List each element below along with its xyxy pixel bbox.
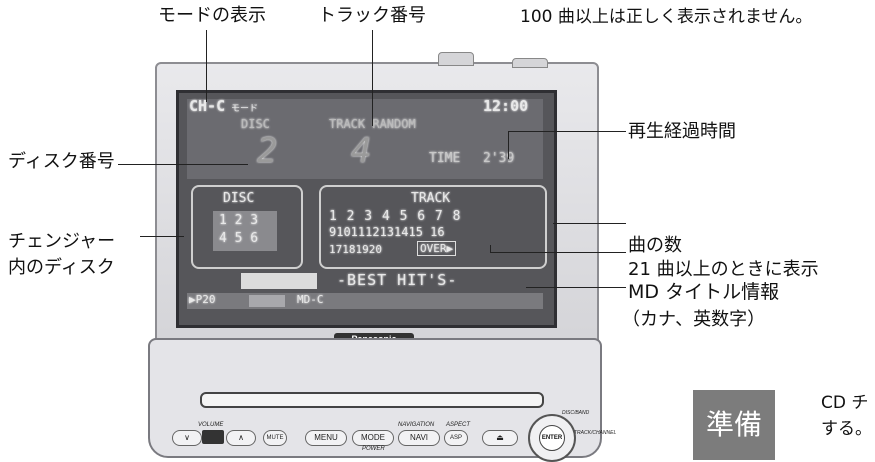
enter-button[interactable]: ENTER	[539, 425, 565, 451]
lcd-screen: CH-C モード 12:00 DISC TRACK RANDOM 2 4 TIM…	[176, 90, 557, 328]
bottom-mid-text: MD-C	[297, 293, 324, 306]
disc-number-big: 2	[257, 131, 278, 171]
disc-box-title: DISC	[223, 191, 255, 206]
bottom-bar	[187, 293, 543, 309]
leader-disc-number	[118, 164, 248, 165]
callout-disc-number: ディスク番号	[8, 151, 115, 172]
navigation-label: NAVIGATION	[398, 422, 435, 428]
clock-display: 12:00	[483, 97, 529, 115]
prep-badge: 準備	[693, 390, 775, 460]
track-row-2: 9101112131415 16	[329, 225, 445, 239]
leader-md-title	[526, 287, 626, 288]
track-channel-label: TRACK/CHANNEL	[574, 430, 617, 436]
time-value: 2'39	[483, 151, 515, 166]
side-text-2: する。	[821, 419, 872, 439]
disc-row-2: 4 5 6	[219, 231, 259, 246]
leader-track	[372, 30, 373, 126]
top-info-area	[187, 99, 543, 179]
leader-elapsed	[508, 131, 626, 132]
top-tab-1	[438, 52, 474, 66]
mute-button[interactable]: MUTE	[263, 430, 287, 446]
bottom-mid-block	[249, 295, 285, 307]
leader-changer	[140, 236, 184, 237]
top-tab-2	[512, 58, 548, 68]
track-box-title: TRACK	[411, 191, 451, 206]
time-label: TIME	[429, 151, 461, 166]
jog-dial[interactable]: ENTER	[528, 414, 576, 462]
side-text-1: CD チ	[821, 393, 869, 413]
disc-header: DISC	[241, 117, 270, 131]
leader-over	[490, 252, 626, 253]
md-title-text: -BEST HIT'S-	[337, 271, 458, 289]
over-indicator: OVER▶	[417, 241, 457, 256]
track-number-big: 4	[351, 131, 372, 171]
callout-notice-100: 100 曲以上は正しく表示されません。	[520, 7, 813, 27]
disc-grid-bg	[213, 211, 277, 251]
track-box: TRACK 1 2 3 4 5 6 7 8 9101112131415 16 1…	[319, 185, 547, 269]
callout-changer-disc-1: チェンジャー	[8, 231, 116, 252]
leader-song-count	[553, 223, 626, 224]
navi-button[interactable]: NAVI	[398, 430, 440, 446]
title-block-highlight	[241, 273, 317, 289]
mode-button[interactable]: MODE	[352, 430, 394, 446]
leader-mode	[206, 30, 207, 102]
disc-row-1: 1 2 3	[219, 213, 259, 228]
volume-down-button[interactable]: ∨	[172, 430, 202, 446]
menu-button[interactable]: MENU	[305, 430, 347, 446]
eject-button[interactable]: ⏏	[482, 430, 518, 446]
callout-song-count: 曲の数	[628, 235, 682, 256]
disc-box: DISC 1 2 3 4 5 6	[191, 185, 303, 269]
callout-md-title-1: MD タイトル情報	[628, 281, 780, 303]
lower-slot	[200, 392, 544, 408]
callout-changer-disc-2: 内のディスク	[8, 257, 115, 278]
aspect-label: ASPECT	[446, 422, 471, 428]
callout-track-number: トラック番号	[318, 5, 426, 26]
callout-md-title-2: （カナ、英数字）	[622, 309, 766, 330]
volume-label: VOLUME	[198, 422, 224, 428]
leader-over-v	[490, 245, 491, 253]
track-row-1: 1 2 3 4 5 6 7 8	[329, 209, 462, 224]
callout-over-21: 21 曲以上のときに表示	[628, 259, 819, 280]
bottom-left-text: ▶P20	[189, 293, 216, 306]
callout-elapsed-time: 再生経過時間	[628, 121, 736, 142]
leader-elapsed-v	[508, 131, 509, 159]
disc-band-label: DISC/BAND	[562, 410, 590, 416]
mode-display: CH-C	[189, 97, 226, 115]
asp-button[interactable]: ASP	[444, 430, 468, 446]
callout-mode-display: モードの表示	[158, 5, 266, 26]
volume-knob[interactable]	[202, 430, 224, 444]
track-row-3: 17181920	[329, 243, 382, 256]
mode-suffix: モード	[231, 104, 259, 114]
power-label: POWER	[362, 446, 385, 452]
volume-up-button[interactable]: ∧	[226, 430, 256, 446]
